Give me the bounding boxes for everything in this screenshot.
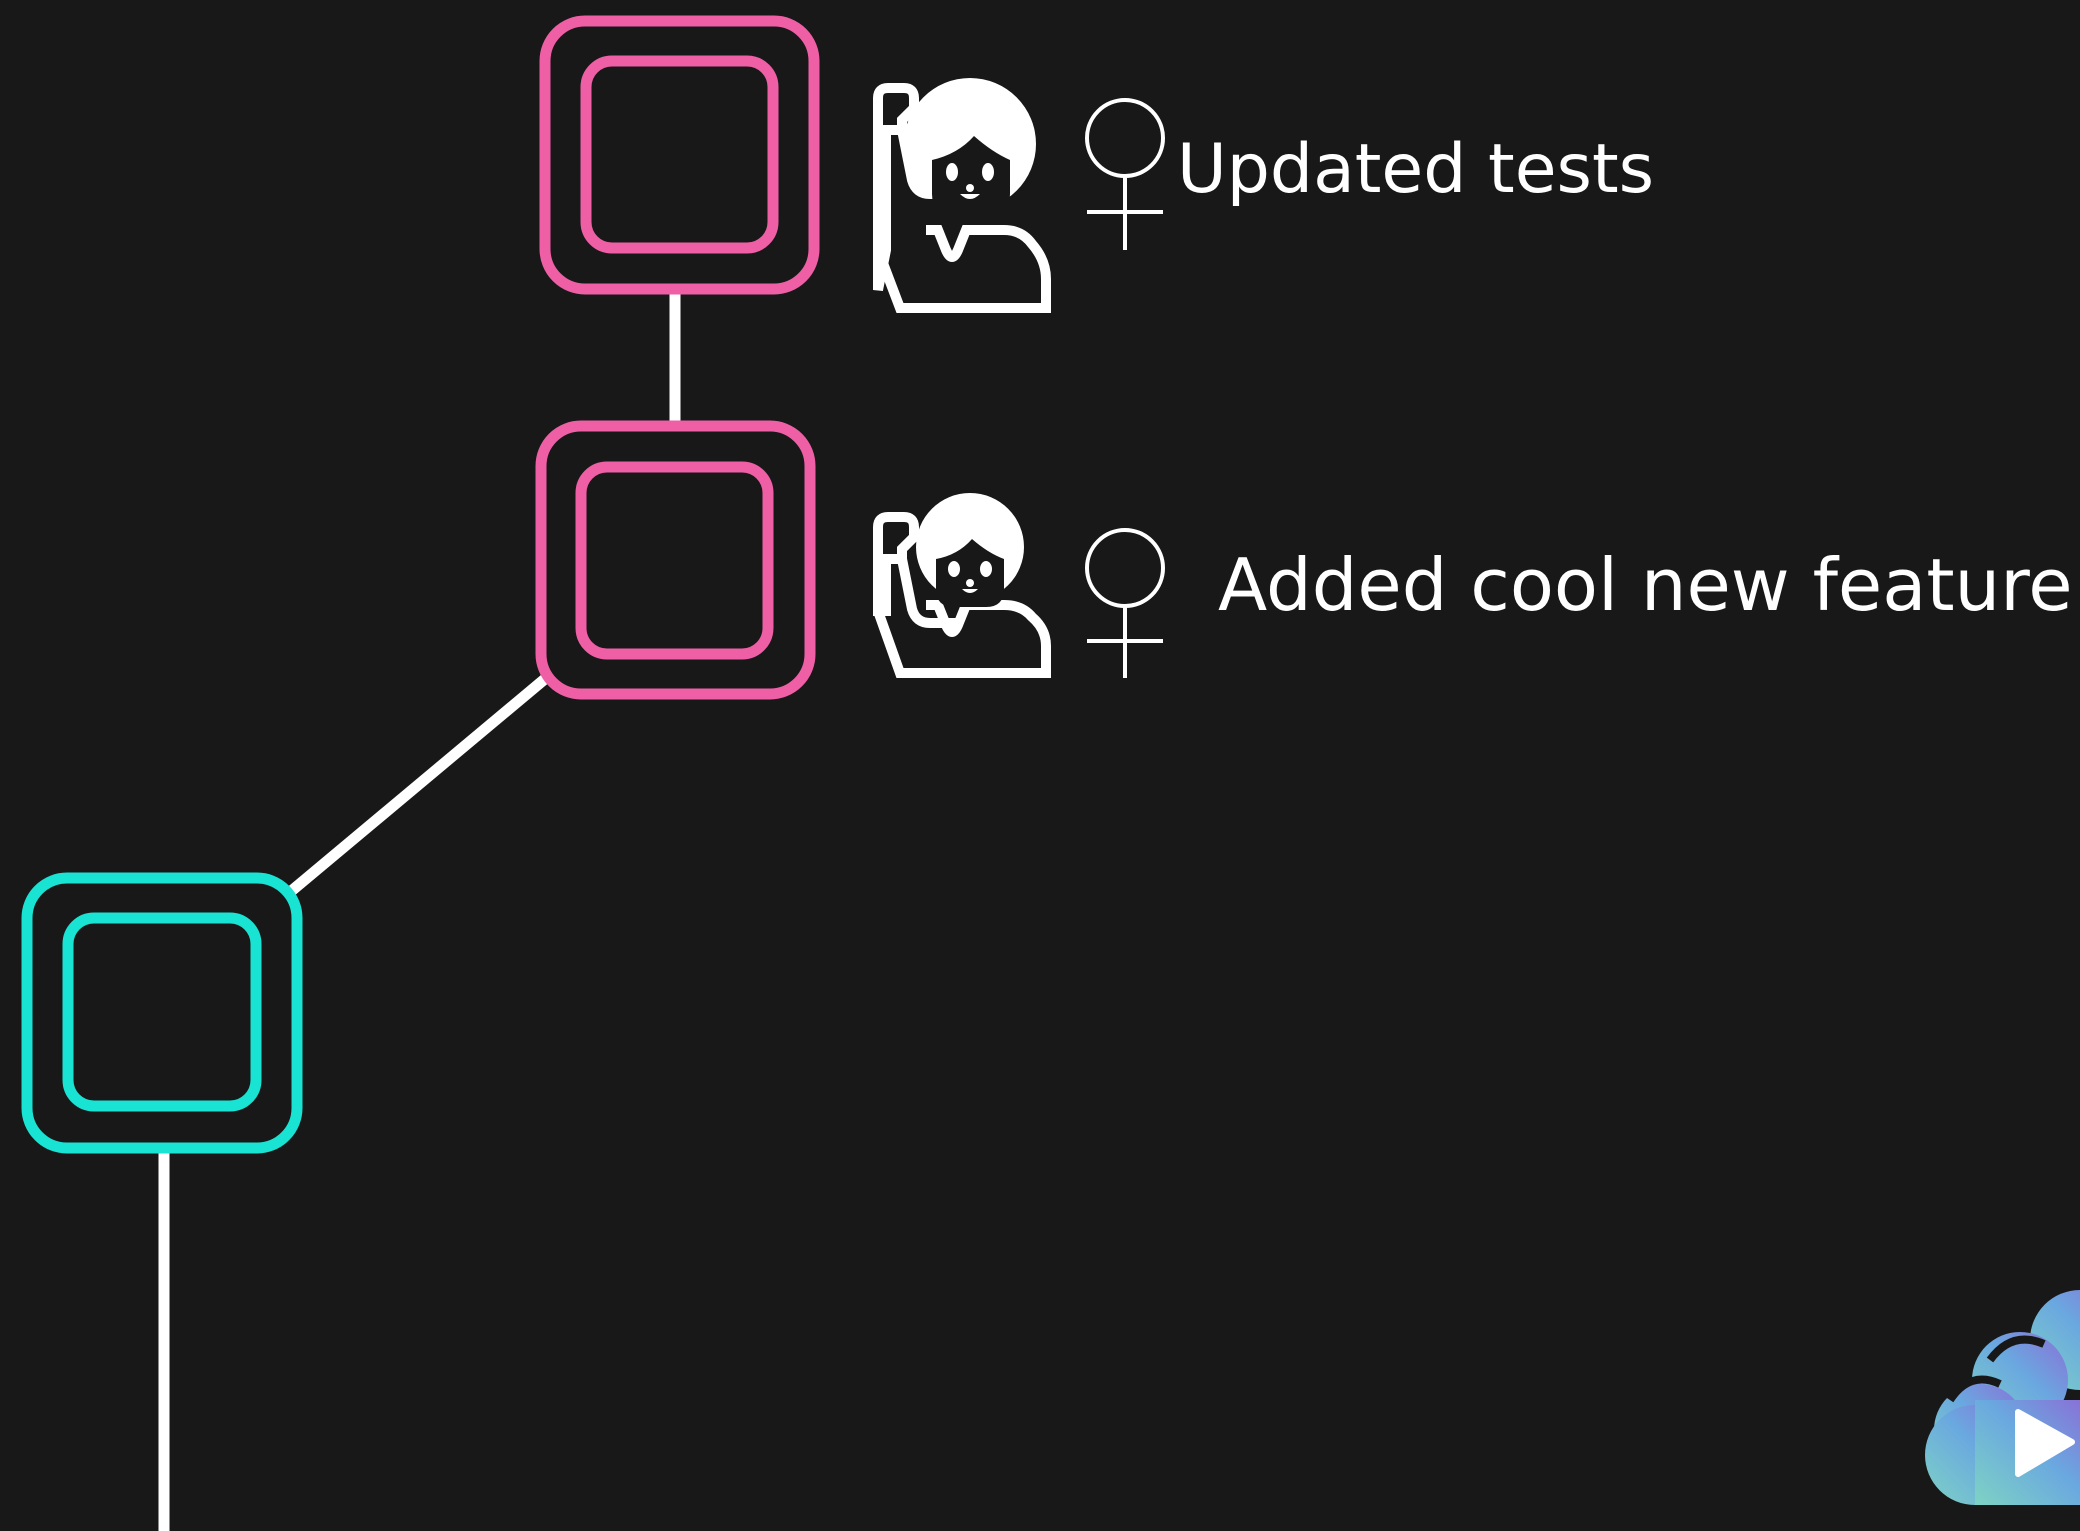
commit-node-inner	[575, 461, 774, 660]
commit-message-added-feature: Added cool new feature	[1218, 543, 2073, 627]
branch-connectors	[158, 292, 681, 1531]
commit-node-base[interactable]	[21, 872, 303, 1154]
commit-node-inner	[580, 55, 779, 254]
commit-node-outer	[539, 15, 820, 295]
female-sign-icon	[1085, 528, 1165, 678]
connector-middle-to-base	[285, 673, 550, 898]
commit-node-outer	[21, 872, 303, 1154]
commit-node-updated-tests[interactable]	[539, 15, 820, 295]
commit-node-added-feature[interactable]	[535, 420, 816, 700]
female-sign-icon	[1085, 98, 1165, 250]
cloud-play-logo-icon	[1925, 1290, 2080, 1505]
commit-node-outer	[535, 420, 816, 700]
commit-message-updated-tests: Updated tests	[1177, 130, 1654, 209]
commit-node-inner	[62, 912, 262, 1112]
woman-raising-hand-icon	[873, 78, 1051, 313]
woman-raising-hand-icon	[873, 493, 1051, 678]
